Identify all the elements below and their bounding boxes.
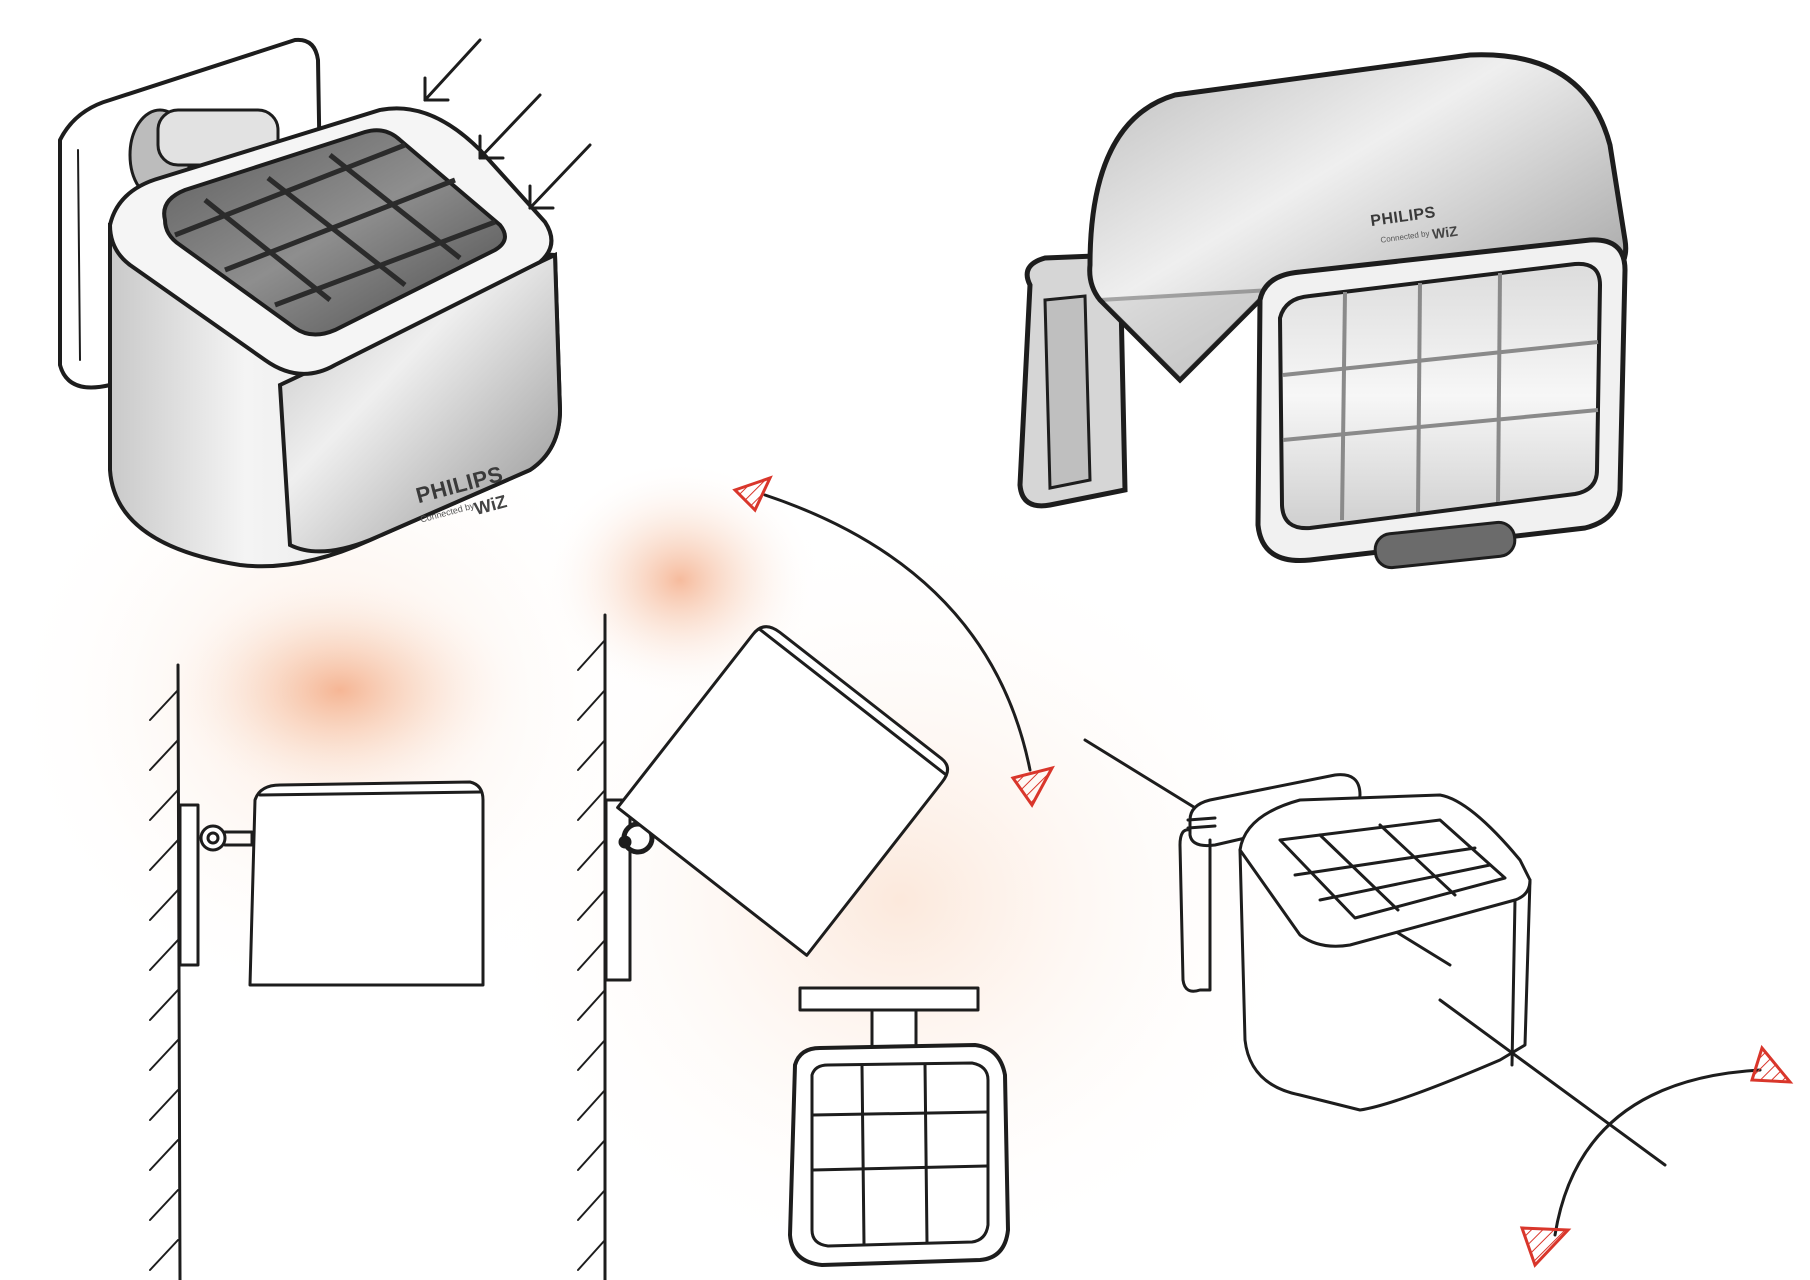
wall-mount-side-view-tilted (577, 493, 1032, 1280)
top-left-light-render: PHILIPS Connected by WiZ (58, 37, 563, 569)
red-triangle-arrowhead-icon (732, 475, 773, 513)
wall-mount-side-view-straight (149, 663, 485, 1280)
red-triangle-arrowhead-icon (1010, 765, 1055, 808)
front-view-sketch (788, 986, 1010, 1267)
wiz-logo: WiZ (1431, 223, 1459, 242)
perspective-sketch-with-axis (1083, 738, 1762, 1237)
light-glow-mid (480, 520, 1320, 1280)
red-triangle-arrowhead-icon (1749, 1044, 1794, 1084)
top-right-light-render: PHILIPS Connected by WiZ (1017, 52, 1629, 570)
sun-arrows-icon (423, 38, 592, 210)
light-glow-hot-left (150, 570, 530, 810)
red-triangle-arrowhead-icon (1519, 1226, 1572, 1268)
